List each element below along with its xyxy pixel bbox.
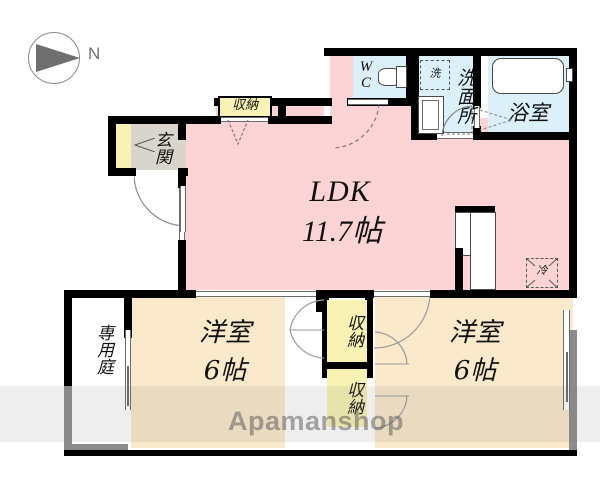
wall-north-corridor: [324, 48, 350, 56]
wall-senmenjo-south: [411, 132, 437, 140]
door-swing-bedroom-right-icon: [374, 296, 430, 349]
senyou-niwa-label: 専用庭: [93, 323, 113, 375]
window-bedroom-right-east-mull: [566, 352, 568, 402]
wall-bedroom-right-west-upper: [365, 290, 373, 314]
wall-wc-east: [406, 48, 414, 106]
wall-yokushitsu-east: [569, 48, 577, 138]
wall-ldk-north: [284, 98, 332, 106]
wall-garden-west: [64, 290, 72, 396]
veranda-band: [64, 386, 72, 450]
door-swing-senmenjo-icon: [441, 105, 473, 136]
wall-ldk-south-right: [430, 290, 577, 298]
wall-ldk-south-mid: [316, 290, 374, 298]
bedroom-left-size-label: 6帖: [203, 356, 247, 386]
closet-mid-upper-label: 収納: [343, 314, 363, 348]
wall-bedroom-left-east: [316, 290, 324, 312]
washer-label: 洗: [429, 67, 441, 80]
wall-genkan-east: [178, 168, 186, 188]
fridge-cross-icon: [526, 258, 558, 288]
wall-genkan-north: [108, 116, 188, 124]
wall-ldk-north-left: [185, 116, 221, 124]
wall-closet-col-right: [365, 298, 373, 378]
fixture-shoe-closet: [114, 124, 131, 170]
genkan-step-icon: [133, 138, 155, 152]
compass-north-label: N: [88, 44, 101, 63]
fixture-bath-faucet: [566, 68, 573, 82]
wall-ldk-east: [569, 130, 577, 298]
closet-mid-lower-swing-icon: [374, 331, 409, 429]
window-bedroom-left-west-mull: [127, 366, 129, 406]
fixture-toilet-tank: [396, 66, 407, 88]
opening-wc-south: [348, 99, 388, 105]
fixture-fridge: [526, 258, 558, 288]
closet-mid-swing-icon: [289, 299, 325, 359]
compass-arrow-icon: [36, 44, 80, 72]
fixture-vanity-basin: [422, 100, 439, 130]
closet-mid-upper: [327, 300, 367, 362]
wall-senmenjo-east-lower: [473, 126, 481, 140]
fridge-label: 冷: [536, 264, 548, 277]
wall-south-outer: [64, 450, 577, 456]
ldk-name-label: LDK: [309, 175, 371, 208]
room-fill-bedroom-right: [370, 296, 573, 448]
fixture-washer: [420, 60, 450, 90]
yokushitsu-label: 浴室: [507, 101, 549, 125]
room-fill-senyou-niwa: [70, 290, 128, 454]
wall-ldk-west-lower: [178, 240, 186, 296]
kitchen-counter-wall: [455, 206, 495, 214]
room-fill-ldk: [185, 118, 577, 290]
wall-genkan-west: [108, 116, 116, 176]
bedroom-right-name-label: 洋室: [448, 318, 501, 348]
senmenjo-label: 洗面所: [454, 67, 476, 125]
bedroom-left-name-label: 洋室: [198, 318, 251, 348]
door-swing-wc-icon: [332, 104, 379, 149]
wall-ldk-west: [178, 116, 186, 140]
wall-yokushitsu-south: [481, 132, 577, 140]
garden-south-edge: [64, 444, 128, 450]
wall-garden-north: [64, 290, 128, 298]
closet-top-swing-icon: [227, 120, 249, 146]
closet-mid-lower: [327, 369, 367, 427]
wall-closet-col-left: [322, 298, 329, 378]
opening-bedroom-right-north: [374, 291, 430, 297]
wc-label-c: C: [360, 75, 371, 91]
wall-ldk-south-left: [124, 290, 196, 298]
wall-closet-top-right: [278, 98, 286, 124]
kitchen-wall-side: [455, 248, 463, 292]
door-swing-genkan-icon: [134, 176, 185, 227]
closet-top-opening: [219, 117, 271, 122]
kitchen-range-unit: [470, 212, 496, 290]
wall-north-sanitary: [347, 48, 577, 56]
genkan-label: 玄関: [151, 131, 171, 165]
wc-label-w: W: [359, 59, 373, 75]
wall-senmenjo-east: [473, 48, 481, 108]
ldk-size-label: 11.7帖: [301, 215, 383, 248]
opening-bedroom-left-north: [196, 291, 316, 297]
wall-garden-east: [124, 290, 132, 338]
opening-senmenjo-south: [437, 132, 473, 139]
wall-genkan-south: [108, 168, 136, 176]
veranda-band-right: [569, 330, 577, 450]
opening-yokushitsu-west: [474, 106, 480, 128]
wall-closet-col-divider: [322, 362, 373, 369]
closet-top-label: 収納: [231, 98, 258, 113]
door-swing-yokushitsu-icon: [480, 109, 514, 131]
fixture-bathtub: [492, 58, 564, 94]
closet-mid-lower-label: 収納: [343, 381, 363, 415]
bedroom-right-size-label: 6帖: [453, 356, 497, 386]
wall-senmenjo-west: [411, 48, 419, 138]
genkan-door-leaf: [180, 186, 186, 232]
wall-ldk-north-mid: [268, 116, 332, 124]
